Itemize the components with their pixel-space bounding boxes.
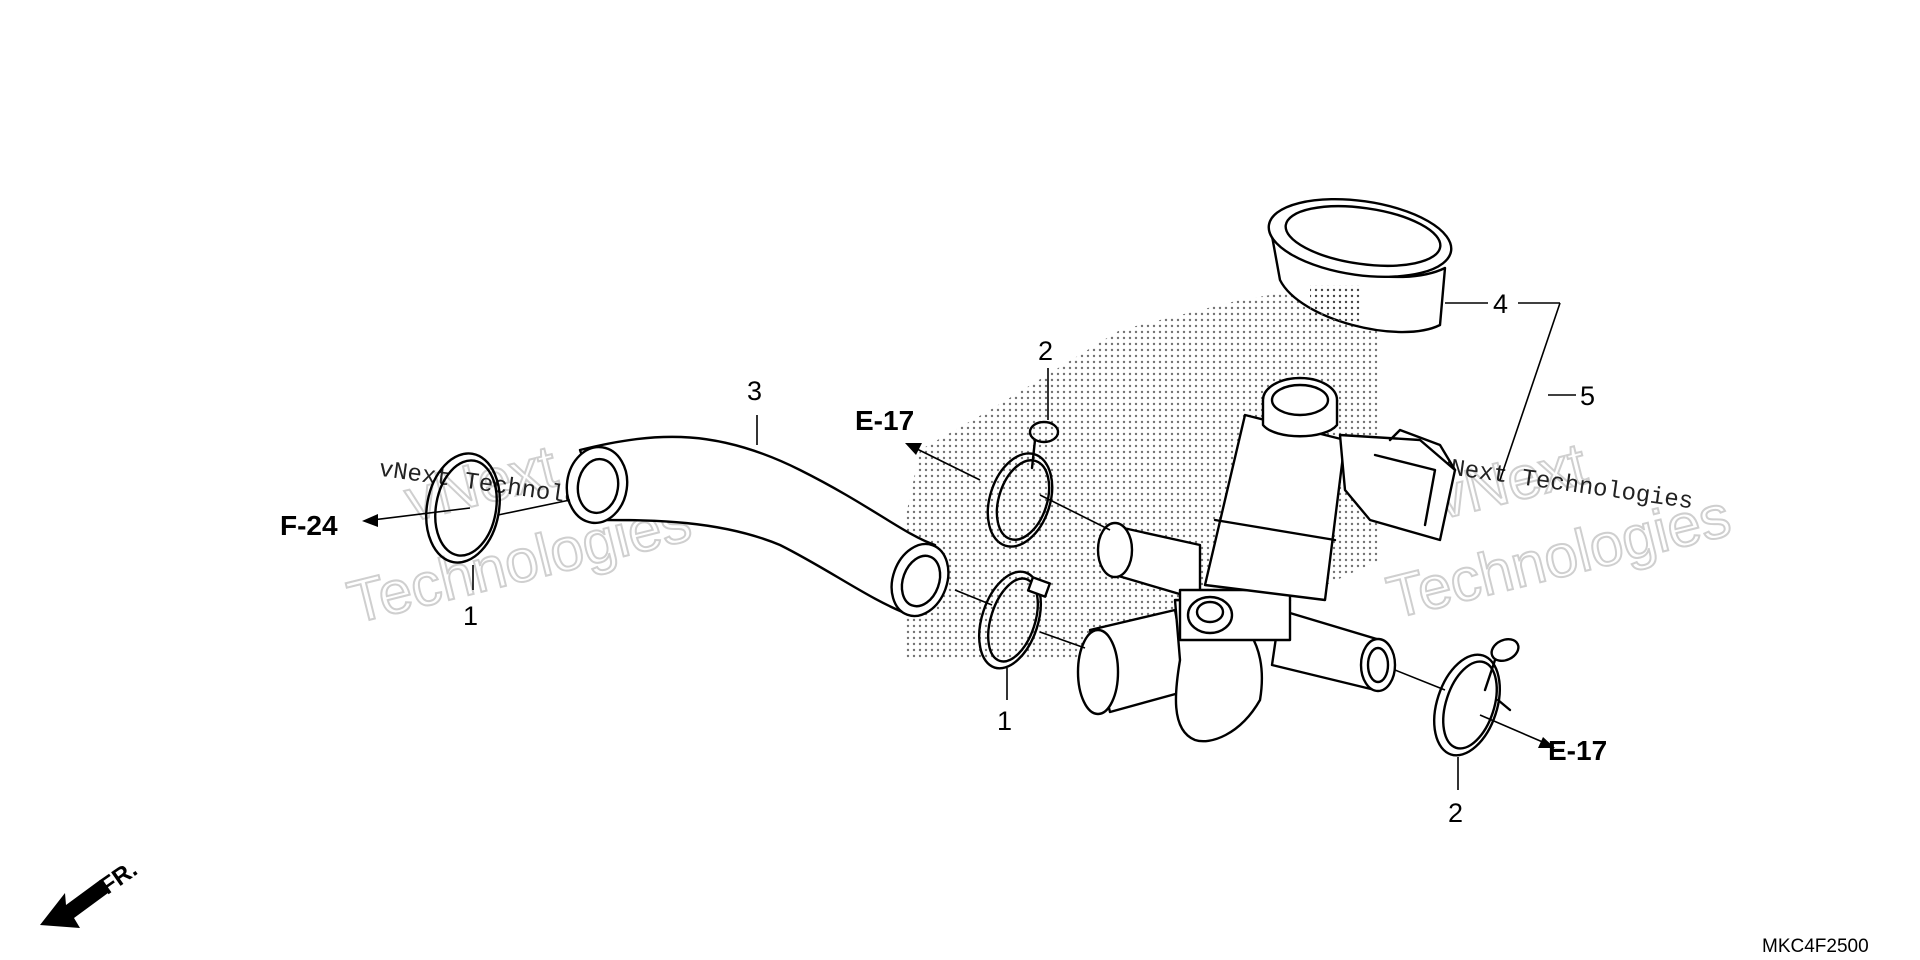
callout-4: 4: [1493, 289, 1508, 319]
callout-2-lower: 2: [1448, 798, 1463, 828]
callout-1-middle: 1: [997, 706, 1012, 736]
clamp-middle: [978, 570, 1052, 670]
reference-arrows: [362, 443, 1555, 748]
diagram-code: MKC4F2500: [1762, 936, 1869, 957]
clamp-upper: [986, 420, 1060, 548]
ref-f24: F-24: [280, 510, 338, 541]
coolant-hose: [565, 435, 950, 618]
front-arrow-icon: FR.: [40, 856, 142, 928]
ref-e17-bottom: E-17: [1548, 735, 1607, 766]
callout-5: 5: [1580, 381, 1595, 411]
callout-3: 3: [747, 376, 762, 406]
valve-assembly: [1076, 376, 1457, 743]
callout-2-upper: 2: [1038, 336, 1053, 366]
clamp-lower-right: [1433, 637, 1520, 757]
leader-lines: [472, 302, 1576, 790]
valve-cap: [1267, 197, 1453, 334]
ref-e17-top: E-17: [855, 405, 914, 436]
callout-1-left: 1: [463, 601, 478, 631]
